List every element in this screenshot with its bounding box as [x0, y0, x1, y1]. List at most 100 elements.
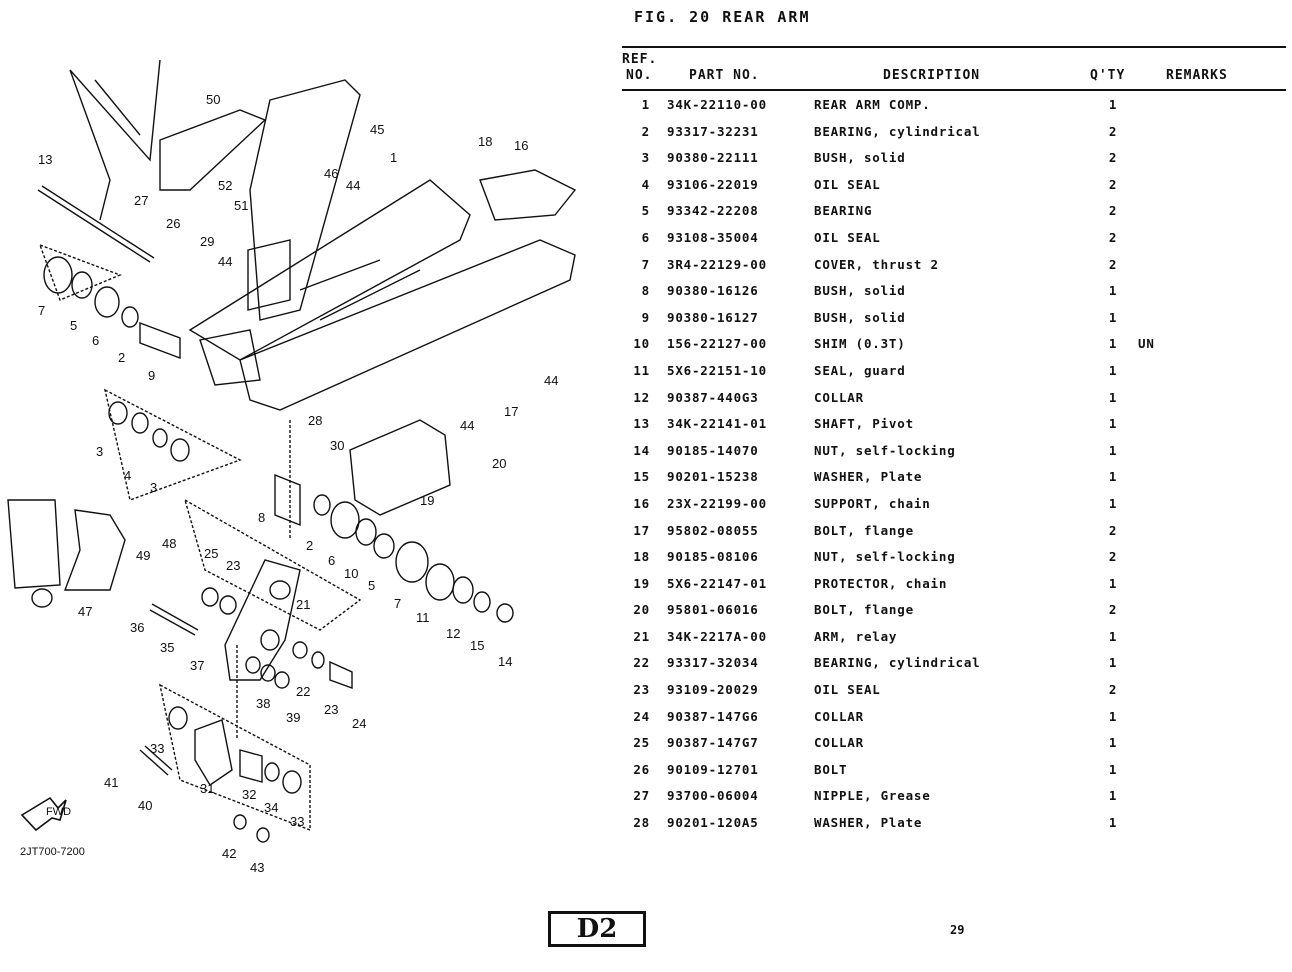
ref-cell: 28: [633, 815, 650, 831]
description-cell: COLLAR: [814, 735, 864, 751]
callout-16: 16: [514, 138, 528, 153]
description-cell: BUSH, solid: [814, 283, 906, 299]
callout-26: 26: [166, 216, 180, 231]
callout-1: 1: [390, 150, 397, 165]
part-number-cell: 3R4-22129-00: [667, 256, 767, 272]
description-cell: BOLT, flange: [814, 602, 914, 618]
ref-cell: 11: [633, 362, 650, 378]
part-number-cell: 5X6-22151-10: [667, 362, 767, 378]
description-cell: ARM, relay: [814, 628, 898, 644]
quantity-cell: 2: [1108, 229, 1118, 245]
callout-40: 40: [138, 798, 152, 813]
quantity-cell: 1: [1108, 495, 1118, 511]
callout-14: 14: [498, 654, 512, 669]
quantity-cell: 1: [1108, 788, 1118, 804]
ref-cell: 17: [633, 522, 650, 538]
description-cell: BUSH, solid: [814, 150, 906, 166]
fwd-label: FWD: [46, 806, 71, 818]
callout-21: 21: [296, 597, 310, 612]
description-cell: BEARING, cylindrical: [814, 123, 981, 139]
part-number-cell: 156-22127-00: [667, 336, 767, 352]
part-number-cell: 34K-22110-00: [667, 97, 767, 112]
quantity-cell: 1: [1108, 628, 1118, 644]
header-rule-top: [622, 46, 1286, 48]
part-number-cell: 34K-2217A-00: [667, 628, 767, 644]
header-qty: Q'TY: [1090, 68, 1126, 83]
callout-15: 15: [470, 638, 484, 653]
exploded-parts-diagram: FWD 50 45 13 27 52 51 46 44 18 16 26 29 …: [0, 40, 600, 900]
ref-cell: 24: [633, 708, 650, 724]
callout-13: 13: [38, 152, 52, 167]
description-cell: SUPPORT, chain: [814, 495, 931, 511]
quantity-cell: 1: [1108, 283, 1118, 299]
section-code-box: D2: [548, 911, 646, 947]
part-number-cell: 90380-16126: [667, 283, 759, 299]
quantity-cell: 1: [1108, 442, 1118, 458]
quantity-cell: 2: [1108, 150, 1118, 166]
callout-42: 42: [222, 846, 236, 861]
description-cell: NUT, self-locking: [814, 549, 956, 565]
quantity-cell: 1: [1108, 735, 1118, 751]
callout-7b: 7: [394, 596, 401, 611]
callout-36: 36: [130, 620, 144, 635]
part-number-cell: 90380-22111: [667, 150, 759, 166]
callout-44b: 44: [218, 254, 232, 269]
ref-cell: 10: [633, 336, 650, 352]
part-number-cell: 90201-120A5: [667, 815, 759, 831]
quantity-cell: 2: [1108, 549, 1118, 565]
callout-43: 43: [250, 860, 264, 875]
ref-cell: 8: [641, 283, 650, 299]
callout-25: 25: [204, 546, 218, 561]
callout-49: 49: [136, 548, 150, 563]
ref-cell: 5: [641, 203, 650, 219]
ref-cell: 7: [641, 256, 650, 272]
description-cell: SEAL, guard: [814, 362, 906, 378]
callout-46: 46: [324, 166, 338, 181]
part-number-cell: 90201-15238: [667, 469, 759, 485]
callout-44: 44: [346, 178, 360, 193]
callout-22: 22: [296, 684, 310, 699]
callout-28: 28: [308, 413, 322, 428]
callout-6b: 6: [328, 553, 335, 568]
callout-39: 39: [286, 710, 300, 725]
callout-12: 12: [446, 626, 460, 641]
drawing-number: 2JT700-7200: [20, 846, 85, 858]
quantity-cell: 1: [1108, 336, 1118, 352]
callout-19: 19: [420, 493, 434, 508]
page-number: 29: [950, 923, 965, 937]
quantity-cell: 2: [1108, 203, 1118, 219]
callout-18: 18: [478, 134, 492, 149]
callout-11: 11: [416, 610, 430, 625]
callout-31: 31: [200, 781, 214, 796]
quantity-cell: 1: [1108, 575, 1118, 591]
part-number-cell: 90387-440G3: [667, 389, 759, 405]
description-cell: OIL SEAL: [814, 229, 881, 245]
description-cell: OIL SEAL: [814, 176, 881, 192]
part-number-cell: 93317-32231: [667, 123, 759, 139]
callout-52: 52: [218, 178, 232, 193]
quantity-cell: 1: [1108, 416, 1118, 432]
quantity-cell: 1: [1108, 389, 1118, 405]
part-number-cell: 90185-14070: [667, 442, 759, 458]
header-description: DESCRIPTION: [883, 68, 981, 83]
ref-cell: 27: [633, 788, 650, 804]
figure-title: FIG. 20 REAR ARM: [634, 8, 811, 26]
callout-20: 20: [492, 456, 506, 471]
description-cell: BEARING, cylindrical: [814, 655, 981, 671]
ref-cell: 22: [633, 655, 650, 671]
